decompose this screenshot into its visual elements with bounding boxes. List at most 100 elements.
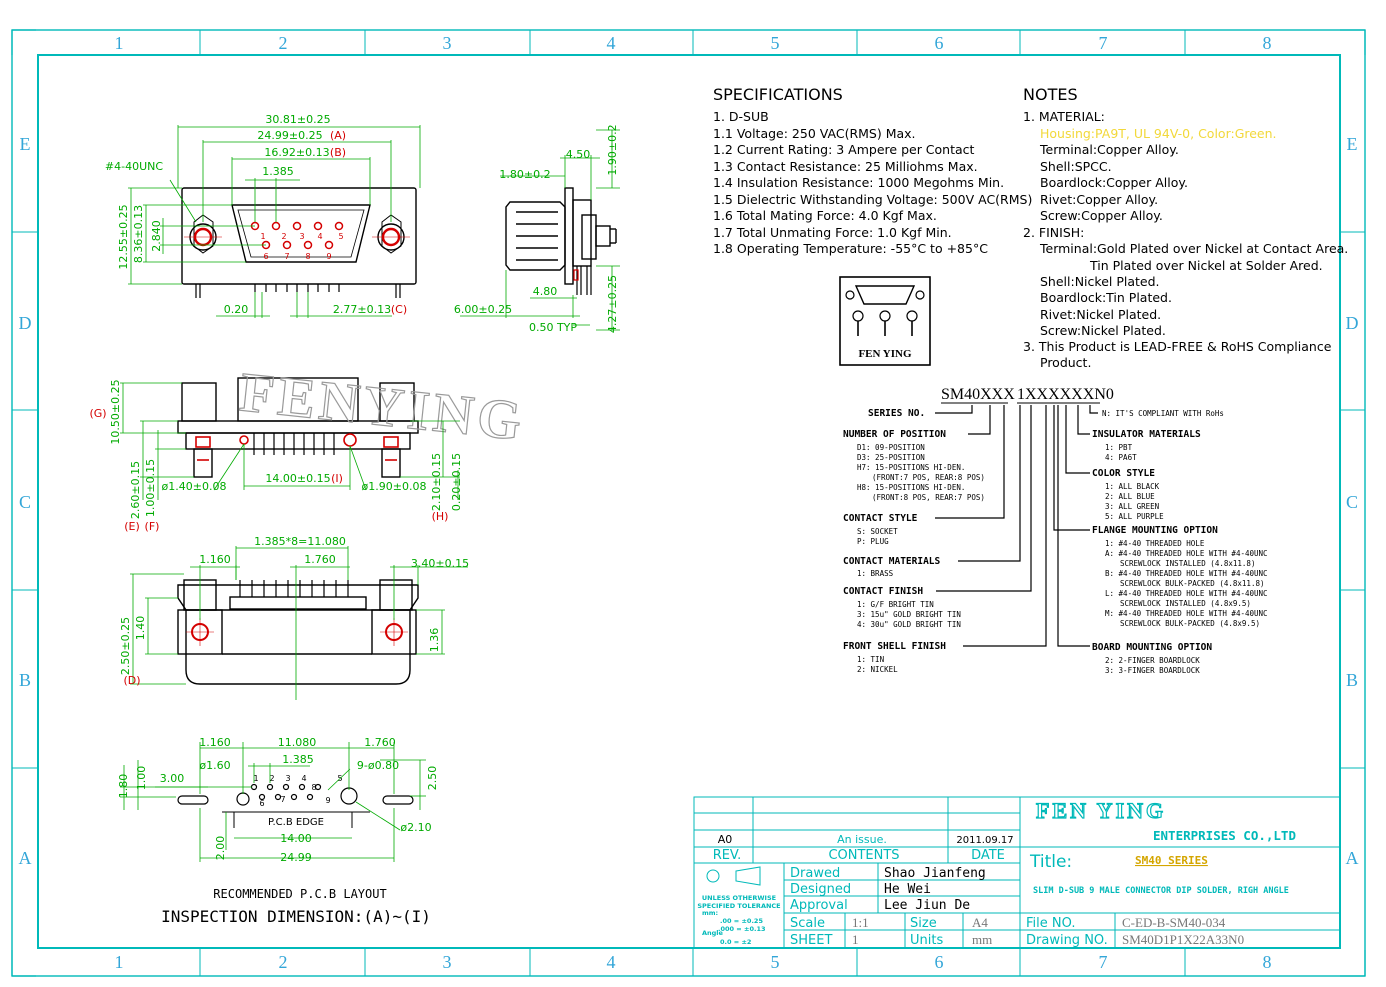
fenying-logo-badge: FEN YING <box>839 276 931 366</box>
frame-corner-marks <box>11 29 1366 977</box>
dim-marker-G: (G) <box>89 407 106 420</box>
decoder-contact-finish-opt-0: 1: G/F BRIGHT TIN <box>857 600 934 609</box>
rev-letter: A0 <box>718 833 733 846</box>
notes-finish-terminal-1: Terminal:Gold Plated over Nickel at Cont… <box>1039 241 1348 256</box>
tolerance-unit: mm: <box>702 909 718 917</box>
decoder-insulator-opt-1: 4: PA6T <box>1105 453 1137 462</box>
zone-col-2-top: 2 <box>279 33 288 53</box>
dim-top-2-10: 2.10±0.15 <box>430 453 443 511</box>
pcb-layout-dim-lines <box>120 742 426 862</box>
file-value: C-ED-B-SM40-034 <box>1122 915 1226 930</box>
decoder-series-title: SERIES NO. <box>868 408 925 419</box>
tolerance-a: .00 = ±0.25 <box>720 917 763 925</box>
zone-row-E-left: E <box>20 134 31 154</box>
pcb-pin-8: 8 <box>311 783 316 792</box>
decoder-board-opt-1: 3: 3-FINGER BOARDLOCK <box>1105 666 1200 675</box>
front-pin-5: 5 <box>338 232 343 241</box>
dim-pcb-24-99: 24.99 <box>280 851 312 864</box>
decoder-right-labels: N: IT'S COMPLIANT WITH RoHs INSULATOR MA… <box>1092 409 1268 675</box>
notes-finish-1: Shell:Nickel Plated. <box>1040 274 1160 289</box>
scale-label: Scale <box>790 916 825 931</box>
sheet-frame <box>11 29 1366 977</box>
zone-row-D-left: D <box>19 313 32 333</box>
top-view-body <box>177 377 419 478</box>
decoder-rohs-title: N: IT'S COMPLIANT WITH RoHs <box>1102 409 1224 418</box>
front-view: 1 2 3 4 5 6 7 8 9 <box>105 113 421 318</box>
dim-overall-width: 30.81±0.25 <box>265 113 330 126</box>
zone-row-C-right: C <box>1346 492 1358 512</box>
dim-pcb-3-00: 3.00 <box>160 772 185 785</box>
notes-finish-3: Rivet:Nickel Plated. <box>1040 307 1161 322</box>
company-logo-text: FEN YING <box>1036 798 1166 823</box>
decoder-color-title: COLOR STYLE <box>1092 468 1155 479</box>
pcb-layout-holes <box>177 783 414 806</box>
dim-pin-pitch: 1.385 <box>262 165 294 178</box>
tolerance-angle-label: Angle <box>702 929 724 937</box>
sheet-value: 1 <box>852 932 859 947</box>
dim-pcb-2-50: 2.50 <box>426 766 439 791</box>
decoder-contact-style-opt-0: S: SOCKET <box>857 527 898 536</box>
dim-side-4-50: 4.50 <box>566 148 591 161</box>
dim-bottom-3-40: 3.40±0.15 <box>411 557 469 570</box>
decoder-shell-finish-opt-0: 1: TIN <box>857 655 884 664</box>
notes-material-2: Shell:SPCC. <box>1040 159 1112 174</box>
pcb-layout: 1 2 3 4 5 6 7 8 9 P.C.B EDGE <box>117 736 439 926</box>
decoder-flange-opt-4: SCREWLOCK BULK-PACKED (4.8x11.8) <box>1120 579 1265 588</box>
notes-material-heading: 1. MATERIAL: <box>1023 109 1105 124</box>
tolerance-b: .000 = ±0.13 <box>718 925 766 933</box>
units-label: Units <box>910 933 943 948</box>
file-label: File NO. <box>1026 916 1075 931</box>
zone-col-6-bottom: 6 <box>935 952 944 972</box>
zone-col-7-bottom: 7 <box>1099 952 1108 972</box>
front-view-dim-lines <box>128 125 421 318</box>
decoder-position-opt-2: H7: 15-POSITIONS HI-DEN. <box>857 463 965 472</box>
top-view-red-marks <box>195 433 399 461</box>
front-view-body <box>181 187 417 285</box>
dim-marker-I: (I) <box>331 472 343 485</box>
dim-side-6-00: 6.00±0.25 <box>454 303 512 316</box>
decoder-position-opt-5: (FRONT:8 POS, REAR:7 POS) <box>872 493 985 502</box>
zone-row-A-left: A <box>19 848 32 868</box>
pcb-pin-1: 1 <box>253 774 258 783</box>
fenying-watermark: FENYING <box>237 361 528 453</box>
decoder-left-labels: SERIES NO. NUMBER OF POSITION D1: 09-POS… <box>843 408 985 674</box>
units-value: mm <box>972 932 992 947</box>
pcb-layout-pin-numbers: 1 2 3 4 5 6 7 8 9 <box>253 774 342 808</box>
title-description: SLIM D-SUB 9 MALE CONNECTOR DIP SOLDER, … <box>1033 886 1289 896</box>
decoder-flange-opt-3: B: #4-40 THREADED HOLE WITH #4-40UNC <box>1105 569 1268 578</box>
decoder-leader-lines <box>935 405 1098 647</box>
decoder-color-opt-0: 1: ALL BLACK <box>1105 482 1160 491</box>
date-header: DATE <box>971 848 1005 863</box>
pcb-layout-caption: RECOMMENDED P.C.B LAYOUT <box>213 887 386 901</box>
side-view-dim-lines <box>460 129 620 331</box>
drawed-value: Shao Jianfeng <box>884 866 986 881</box>
pcb-edge-label: P.C.B EDGE <box>268 817 324 828</box>
pcb-layout-dim-text: 1.160 11.080 1.760 ø1.60 1.385 9-ø0.80 1… <box>117 736 439 864</box>
pcb-pin-4: 4 <box>301 774 306 783</box>
dim-side-4-80: 4.80 <box>533 285 558 298</box>
decoder-flange-opt-7: M: #4-40 THREADED HOLE WITH #4-40UNC <box>1105 609 1268 618</box>
front-pin-8: 8 <box>305 252 310 261</box>
bottom-view-dim-lines <box>130 546 468 700</box>
title-block-values: Shao Jianfeng He Wei Lee Jiun De <box>884 866 986 913</box>
rev-header: REV. <box>713 848 742 863</box>
title-block-serif-values: 1:1 A4 1 mm C-ED-B-SM40-034 SM40D1P1X22A… <box>852 915 1244 947</box>
pcb-pin-7: 7 <box>280 795 285 804</box>
sheet-label: SHEET <box>790 933 832 948</box>
zone-col-1-top: 1 <box>115 33 124 53</box>
spec-item-7: 1.7 Total Unmating Force: 1.0 Kgf Min. <box>713 225 952 240</box>
spec-item-8: 1.8 Operating Temperature: -55°C to +85°… <box>713 241 988 256</box>
pcb-pin-3: 3 <box>285 774 290 783</box>
spec-item-5: 1.5 Dielectric Withstanding Voltage: 500… <box>713 192 1032 207</box>
front-pin-4: 4 <box>317 232 322 241</box>
decoder-position-opt-3: (FRONT:7 POS, REAR:8 POS) <box>872 473 985 482</box>
zone-row-A-right: A <box>1346 848 1359 868</box>
notes-material-1: Terminal:Copper Alloy. <box>1039 142 1179 157</box>
dim-marker-C: (C) <box>391 303 407 316</box>
decoder-flange-opt-8: SCREWLOCK BULK-PACKED (4.8x9.5) <box>1120 619 1260 628</box>
zone-row-D-right: D <box>1346 313 1359 333</box>
notes-heading: NOTES <box>1023 85 1078 104</box>
tolerance-block: UNLESS OTHERWISE SPECIFIED TOLERANCE mm:… <box>697 866 781 946</box>
dim-top-0-20: 0.20±0.15 <box>450 453 463 511</box>
dim-side-4-27: 4.27±0.25 <box>606 275 619 333</box>
